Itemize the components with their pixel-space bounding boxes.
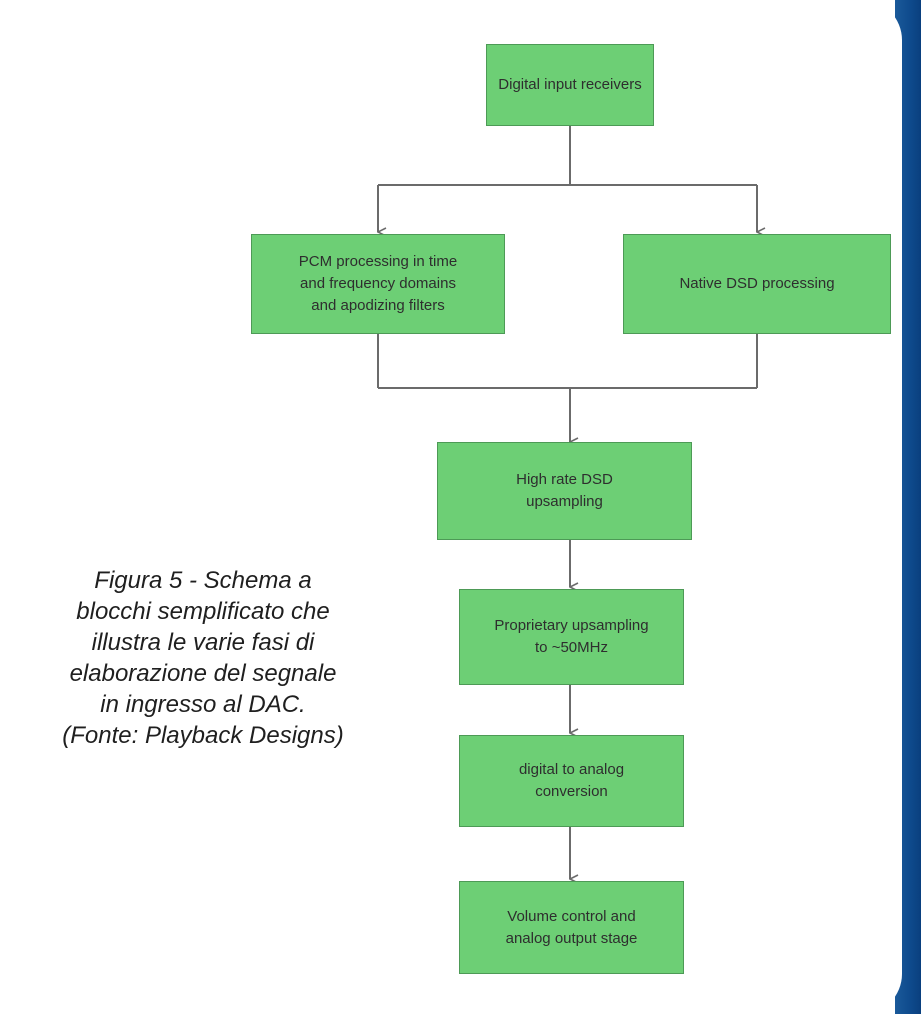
node-high-rate-dsd-upsampling: High rate DSD upsampling [437, 442, 692, 540]
node-digital-to-analog-conversion: digital to analog conversion [459, 735, 684, 827]
node-digital-input-receivers: Digital input receivers [486, 44, 654, 126]
node-pcm-processing: PCM processing in time and frequency dom… [251, 234, 505, 334]
node-proprietary-upsampling: Proprietary upsampling to ~50MHz [459, 589, 684, 685]
figure-caption: Figura 5 - Schema a blocchi semplificato… [62, 567, 344, 749]
node-native-dsd-processing: Native DSD processing [623, 234, 891, 334]
node-volume-control-output-stage: Volume control and analog output stage [459, 881, 684, 974]
